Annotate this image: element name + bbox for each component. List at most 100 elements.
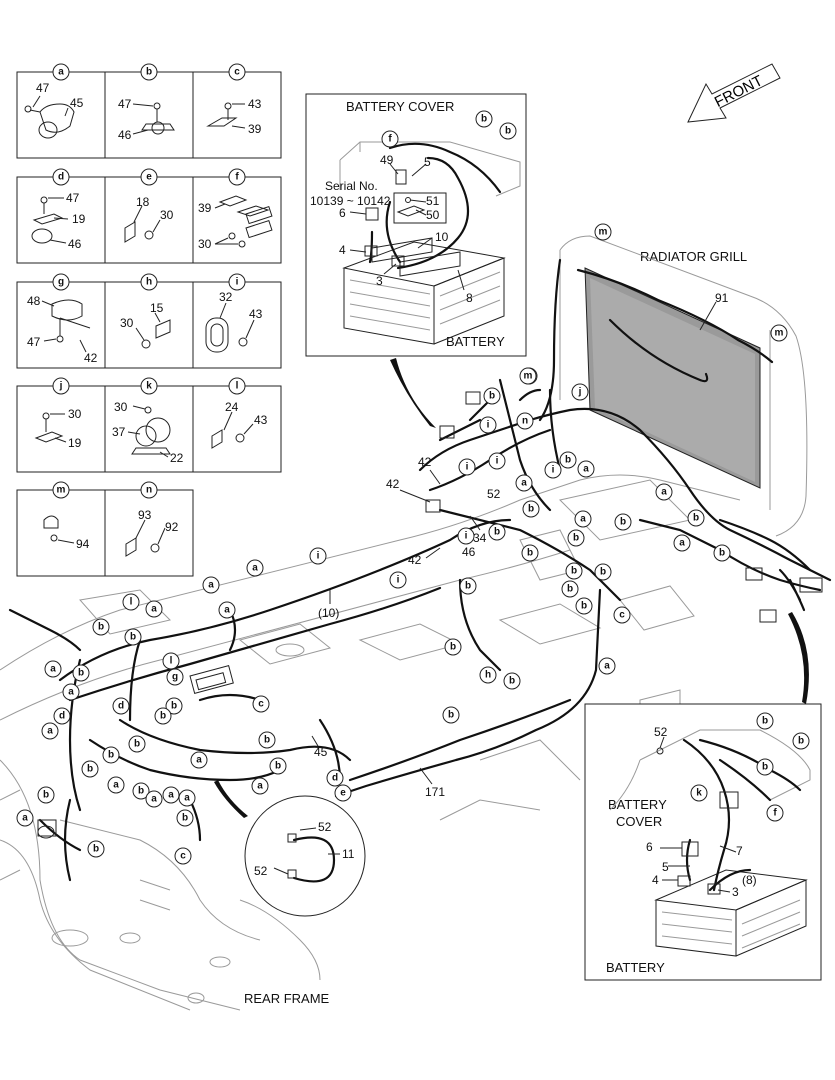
callout-i: i — [458, 458, 476, 476]
detail-e-drawing: 18 30 — [124, 195, 174, 243]
svg-text:92: 92 — [165, 520, 179, 534]
callout-b: b — [567, 529, 585, 547]
callout-b: b — [521, 544, 539, 562]
svg-text:5: 5 — [424, 155, 431, 169]
detail-letter-h: h — [140, 273, 158, 291]
detail-d-drawing: 47 19 46 — [31, 191, 86, 251]
svg-text:52: 52 — [318, 820, 332, 834]
detail-letter-j: j — [52, 377, 70, 395]
svg-text:d: d — [118, 701, 124, 712]
svg-text:52: 52 — [487, 487, 501, 501]
svg-text:c: c — [258, 699, 264, 710]
detail-row-1 — [16, 71, 282, 159]
svg-text:91: 91 — [715, 291, 729, 305]
callout-c: c — [252, 695, 270, 713]
battery-cover-frame — [305, 93, 527, 357]
detail-letter-i: i — [228, 273, 246, 291]
svg-text:b: b — [130, 632, 136, 643]
svg-text:3: 3 — [376, 274, 383, 288]
svg-text:42: 42 — [84, 351, 98, 365]
callout-b: b — [565, 562, 583, 580]
svg-text:b: b — [93, 844, 99, 855]
svg-text:49: 49 — [380, 153, 394, 167]
svg-text:b: b — [182, 813, 188, 824]
callout-c: c — [174, 847, 192, 865]
detail-letter-f: f — [228, 168, 246, 186]
svg-text:52: 52 — [254, 864, 268, 878]
svg-text:30: 30 — [160, 208, 174, 222]
svg-text:30: 30 — [198, 237, 212, 251]
svg-text:b: b — [581, 601, 587, 612]
svg-text:a: a — [151, 604, 157, 615]
svg-text:50: 50 — [426, 208, 440, 222]
callout-i: i — [544, 461, 562, 479]
svg-text:b: b — [450, 642, 456, 653]
front-label: FRONT — [712, 72, 766, 111]
callout-b: b — [575, 597, 593, 615]
callout-b: b — [713, 544, 731, 562]
callout-l: l — [122, 593, 140, 611]
detail-i-drawing: 32 43 — [205, 290, 263, 353]
svg-text:30: 30 — [114, 400, 128, 414]
svg-text:34: 34 — [473, 531, 487, 545]
callout-b: b — [503, 672, 521, 690]
svg-text:b: b — [505, 126, 511, 137]
svg-text:a: a — [184, 793, 190, 804]
radiator-grill: RADIATOR GRILL 91 m m m — [520, 223, 808, 537]
svg-text:94: 94 — [76, 537, 90, 551]
svg-text:b: b — [275, 761, 281, 772]
callout-b: b — [687, 509, 705, 527]
svg-text:k: k — [696, 788, 702, 799]
svg-text:f: f — [388, 134, 392, 145]
svg-text:b: b — [98, 622, 104, 633]
front-arrow: FRONT — [687, 63, 781, 123]
detail-grid: a b c d e f g h i j k l m n 47 45 47 46 — [16, 63, 282, 577]
callout-d: d — [112, 697, 130, 715]
detail-j-drawing: 30 19 — [34, 407, 82, 450]
battery-inset-frame — [584, 703, 822, 981]
rear-frame-label: REAR FRAME — [244, 991, 330, 1006]
svg-text:m: m — [524, 371, 533, 382]
svg-text:k: k — [146, 381, 152, 392]
svg-text:a: a — [583, 464, 589, 475]
svg-text:j: j — [59, 381, 63, 392]
svg-text:c: c — [619, 610, 625, 621]
callout-b: b — [92, 618, 110, 636]
svg-text:i: i — [236, 277, 239, 288]
callout-e: e — [334, 784, 352, 802]
svg-text:b: b — [565, 455, 571, 466]
svg-text:f: f — [773, 808, 777, 819]
callout-b: b — [102, 746, 120, 764]
detail-letter-d: d — [52, 168, 70, 186]
callout-b: b — [165, 697, 183, 715]
svg-text:42: 42 — [408, 553, 422, 567]
battery-inset-bottom-right: BATTERY COVER BATTERY 52 6 5 4 7 — [584, 703, 822, 981]
svg-text:a: a — [196, 755, 202, 766]
svg-text:b: b — [43, 790, 49, 801]
detail-c-drawing: 43 39 — [206, 97, 262, 136]
svg-text:a: a — [252, 563, 258, 574]
svg-text:i: i — [317, 551, 320, 562]
svg-text:b: b — [160, 711, 166, 722]
detail-row-3 — [16, 281, 282, 369]
svg-text:j: j — [578, 387, 582, 398]
svg-text:b: b — [620, 517, 626, 528]
svg-text:i: i — [487, 420, 490, 431]
svg-text:b: b — [78, 668, 84, 679]
detail-g-drawing: 48 47 42 — [27, 294, 98, 365]
svg-text:a: a — [68, 687, 74, 698]
callout-b: b — [442, 706, 460, 724]
svg-text:7: 7 — [736, 844, 743, 858]
callout-b: b — [37, 786, 55, 804]
radiator-grill-label: RADIATOR GRILL — [640, 249, 747, 264]
svg-text:19: 19 — [68, 436, 82, 450]
svg-text:d: d — [58, 172, 64, 183]
svg-text:39: 39 — [248, 122, 262, 136]
svg-text:f: f — [235, 172, 239, 183]
svg-text:b: b — [719, 548, 725, 559]
svg-text:18: 18 — [136, 195, 150, 209]
svg-text:b: b — [571, 566, 577, 577]
svg-text:48: 48 — [27, 294, 41, 308]
svg-text:39: 39 — [198, 201, 212, 215]
svg-text:43: 43 — [254, 413, 268, 427]
